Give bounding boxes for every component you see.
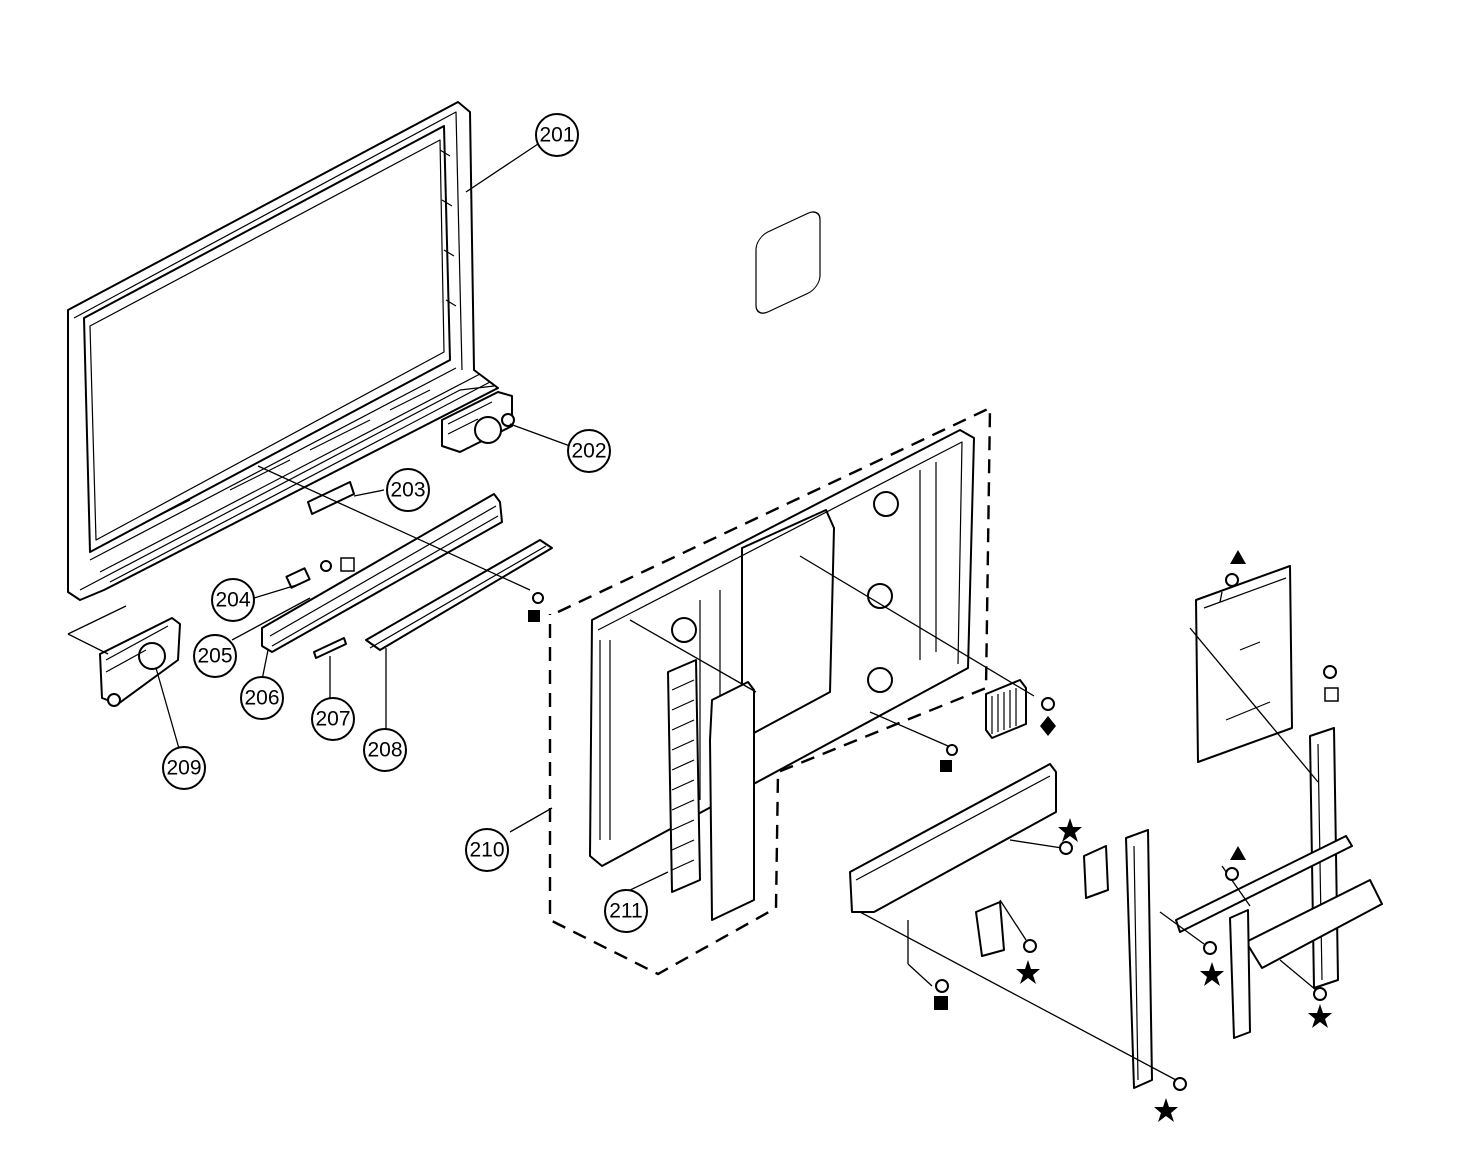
callout-205: 205 — [193, 634, 237, 678]
callout-206: 206 — [240, 676, 284, 720]
screw — [935, 979, 949, 993]
screw — [1023, 939, 1037, 953]
cross-brackets — [1175, 835, 1383, 1039]
callout-204-label: 204 — [215, 589, 250, 612]
star-marker — [1154, 1098, 1178, 1122]
square-filled-marker — [934, 996, 948, 1010]
callout-208-label: 208 — [367, 739, 402, 762]
square-open-marker — [1324, 687, 1339, 702]
callout-210: 210 — [465, 828, 509, 872]
lower-mid-bracket — [849, 763, 1109, 957]
star-marker — [1058, 818, 1082, 842]
callout-203: 203 — [386, 468, 430, 512]
screw — [1203, 941, 1217, 955]
star-marker — [1308, 1004, 1332, 1028]
callout-207-label: 207 — [315, 708, 350, 731]
triangle-marker — [1230, 550, 1246, 564]
callout-205-label: 205 — [197, 645, 232, 668]
triangle-marker — [1230, 846, 1246, 860]
square-open-marker — [340, 557, 355, 572]
screw — [532, 592, 544, 604]
callout-201-label: 201 — [539, 124, 574, 147]
main-chassis-frame — [589, 211, 975, 921]
speaker-right — [441, 391, 515, 453]
diamond-marker — [1040, 716, 1056, 736]
screw — [1041, 697, 1055, 711]
callout-202: 202 — [567, 429, 611, 473]
vertical-rail-left — [1125, 829, 1153, 1089]
front-trim-strip — [365, 539, 553, 651]
callout-211-label: 211 — [609, 900, 642, 923]
front-bracket-assembly — [261, 493, 503, 659]
screws — [320, 560, 1337, 1091]
callout-206-label: 206 — [244, 687, 279, 710]
callout-208: 208 — [363, 728, 407, 772]
screw — [1323, 665, 1337, 679]
screw — [1225, 573, 1239, 587]
front-bezel-frame — [67, 101, 499, 601]
leader-lines — [67, 143, 1319, 1081]
screw — [320, 560, 332, 572]
right-circuit-board — [1195, 565, 1293, 763]
star-marker — [1200, 962, 1224, 986]
callout-203-label: 203 — [390, 479, 425, 502]
callout-204: 204 — [211, 578, 255, 622]
callout-209: 209 — [162, 746, 206, 790]
screw — [1313, 987, 1327, 1001]
square-filled-marker — [528, 610, 540, 622]
side-board-strip — [667, 659, 701, 893]
screw-markers — [340, 550, 1339, 1122]
screw — [946, 744, 958, 756]
square-filled-marker — [940, 760, 952, 772]
screw — [1225, 867, 1239, 881]
callout-202-label: 202 — [571, 440, 606, 463]
heat-sink — [985, 679, 1027, 739]
screw — [1173, 1077, 1187, 1091]
callout-210-label: 210 — [469, 839, 504, 862]
badge-label — [307, 481, 355, 515]
star-marker — [1016, 960, 1040, 984]
screw — [1059, 841, 1073, 855]
callout-211: 211 — [604, 889, 648, 933]
callout-201: 201 — [535, 113, 579, 157]
speaker-left — [99, 617, 181, 707]
callout-209-label: 209 — [166, 757, 201, 780]
callout-207: 207 — [311, 697, 355, 741]
